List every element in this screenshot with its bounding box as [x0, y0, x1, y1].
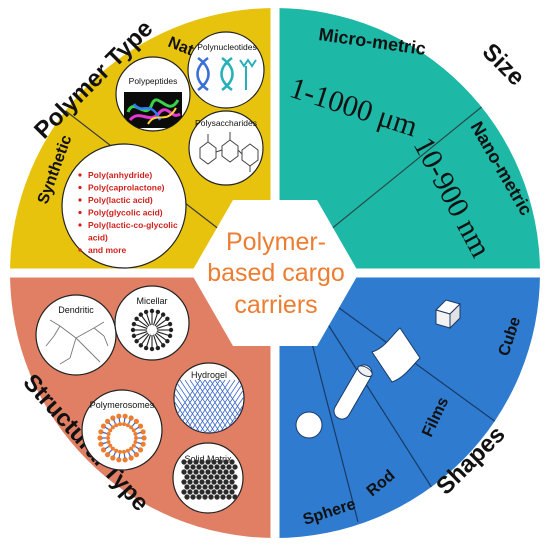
- divider-micro-nano: [329, 91, 501, 231]
- bullet-icon: [78, 198, 82, 202]
- solid-matrix-icon: [181, 459, 238, 500]
- sphere-shape-icon: [295, 411, 323, 439]
- center-title-line2: based cargo: [207, 259, 345, 287]
- dna-helix-icon: [196, 56, 257, 92]
- synthetic-polymer-item: Poly(anhydride): [88, 170, 152, 180]
- synthetic-polymer-item: Poly(lactic acid): [88, 195, 153, 205]
- polymerosomes-label: Polymerosomes: [90, 400, 155, 410]
- polysaccharides-label: Polysaccharides: [195, 118, 257, 128]
- bullet-icon: [78, 248, 82, 252]
- synthetic-polymer-item: Poly(glycolic acid): [88, 208, 163, 218]
- solid-matrix-label: Solid Matrix: [184, 454, 232, 464]
- divider-shapes-3: [334, 304, 501, 426]
- polypeptides-image: [124, 92, 182, 128]
- center-title-line1: Polymer-: [226, 228, 326, 256]
- synthetic-polymer-item: and more: [88, 245, 127, 255]
- bullet-icon: [78, 223, 82, 227]
- synthetic-polymer-item: Poly(caprolactone): [88, 183, 165, 193]
- polysaccharide-structure-icon: [199, 132, 259, 172]
- divider-shapes-2: [321, 314, 433, 489]
- polymerosome-icon: [97, 413, 147, 463]
- polynucleotides-label: Polynucleotides: [197, 42, 257, 52]
- synthetic-polymer-item: acid): [88, 233, 108, 243]
- synthetic-polymer-item: Poly(lactic-co-glycolic: [88, 220, 178, 230]
- hydrogel-label: Hydrogel: [191, 370, 227, 380]
- film-shape-icon: [371, 327, 421, 383]
- micellar-label: Micellar: [136, 296, 167, 306]
- size-title: Size: [477, 38, 530, 91]
- synthetic-polymers-list: Poly(anhydride) Poly(caprolactone) Poly(la…: [78, 170, 178, 255]
- divider-shapes-1: [305, 319, 359, 523]
- bullet-icon: [78, 210, 82, 215]
- cube-shape-icon: [435, 299, 461, 330]
- dendritic-circle: [35, 294, 117, 376]
- bullet-icon: [78, 173, 82, 177]
- center-title-line3: carriers: [234, 291, 317, 319]
- rod-shape-icon: [333, 364, 373, 420]
- dendrimer-icon: [45, 319, 109, 365]
- polypeptides-label: Polypeptides: [129, 76, 178, 86]
- center-hexagon: [191, 200, 359, 346]
- synthetic-polymers-circle: [61, 143, 187, 269]
- micelle-icon: [130, 308, 174, 352]
- dendritic-label: Dendritic: [58, 305, 94, 315]
- bullet-icon: [78, 185, 82, 190]
- polysaccharides-circle: [188, 110, 264, 186]
